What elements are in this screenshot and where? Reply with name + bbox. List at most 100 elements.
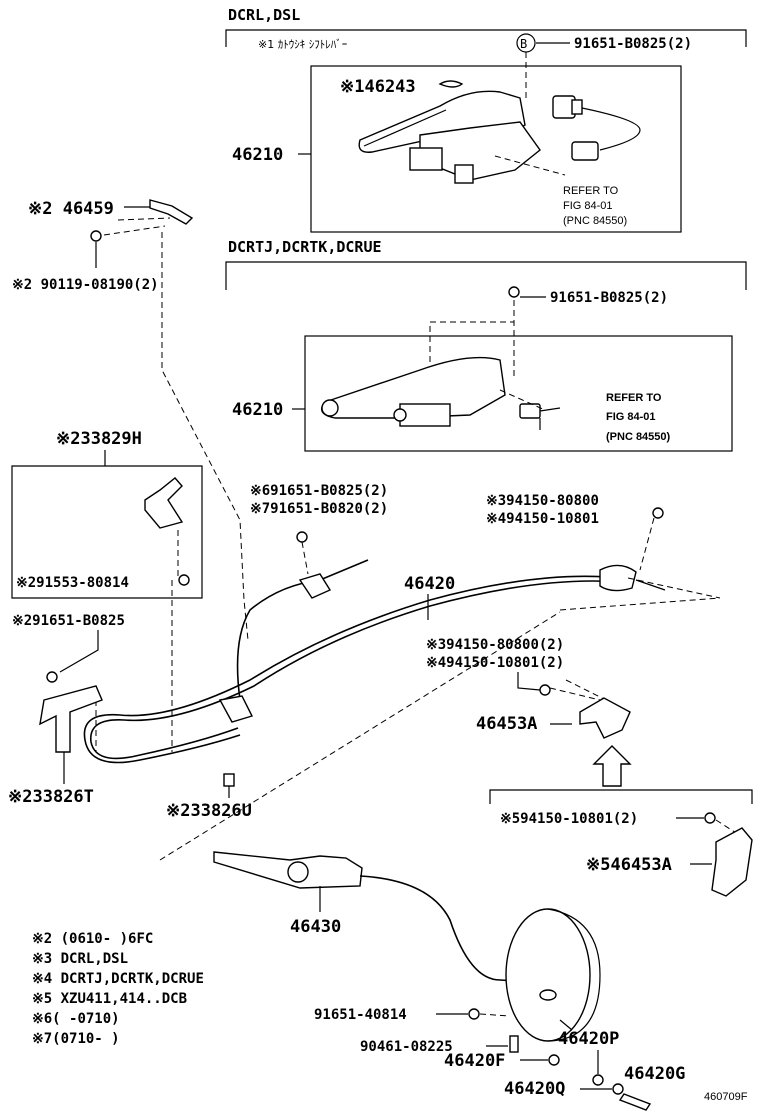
note-line-2: ※3 DCRL,DSL [32, 951, 128, 967]
bolt-91553 [178, 574, 190, 586]
bolt-91651-mid [508, 286, 520, 298]
part-46420q: 46420Q [504, 1079, 565, 1099]
bolt-91651-40814 [468, 1008, 480, 1020]
part-91553-80814: ※291553-80814 [16, 575, 129, 591]
part-91651-b0825-6: ※691651-B0825(2) [250, 483, 388, 499]
switch-connector-top [552, 95, 641, 161]
bolt-90119 [90, 230, 102, 242]
part-94150-80800-3b: ※394150-80800(2) [426, 637, 564, 653]
arrow-up-icon [592, 745, 632, 787]
clip-33829h [144, 477, 184, 529]
section-label-dcrl-dsl: DCRL,DSL [228, 6, 300, 24]
switch-connector-mid [519, 403, 561, 430]
dash-guide [494, 155, 566, 176]
nut-94150-top [652, 507, 664, 519]
note-kataushiki-shift-lever: ※1 ｶﾄｳｼｷ ｼﾌﾄﾚﾊﾞｰ [258, 38, 347, 51]
part-91651-b0825-mid: 91651-B0825(2) [550, 290, 668, 306]
part-46430: 46430 [290, 917, 341, 937]
note-line-4: ※5 XZU411,414..DCB [32, 991, 187, 1007]
refer-top-line2: FIG 84-01 [563, 200, 613, 212]
b-callout-letter: B [520, 37, 527, 51]
cable-end-fitting [539, 989, 557, 1001]
washer-46420q [612, 1083, 624, 1095]
part-46420p: 46420P [558, 1029, 619, 1049]
part-94150-10801-4b: ※494150-10801(2) [426, 655, 564, 671]
part-46453a: 46453A [476, 714, 537, 734]
dash-guide [499, 389, 546, 411]
part-94150-10801-4: ※494150-10801 [486, 511, 599, 527]
assembly-frame-top [310, 65, 682, 233]
assembly-frame-mid [304, 335, 733, 452]
nut-94150-mid [539, 684, 551, 696]
dash-guide [565, 679, 631, 713]
leader-line [559, 1019, 573, 1031]
bracket-46459 [149, 199, 194, 225]
dash-guide [479, 1013, 511, 1017]
clamp-46420 [298, 573, 332, 599]
part-91651-b0820-7: ※791651-B0820(2) [250, 501, 388, 517]
bolt-46420g [618, 1093, 652, 1111]
refer-top-line3: (PNC 84550) [563, 215, 627, 227]
clip-90461 [509, 1035, 519, 1053]
knob-46243 [438, 80, 464, 88]
dash-guide [429, 321, 514, 362]
refer-mid-line2: FIG 84-01 [606, 411, 656, 423]
brake-drum-46420p [505, 908, 591, 1042]
dash-guide [549, 687, 601, 701]
refer-mid-line1: REFER TO [606, 392, 662, 404]
bolt-91651-left [46, 671, 58, 683]
section-bracket-bottom [489, 789, 753, 804]
part-46459: ※2 46459 [28, 199, 114, 219]
inset-frame-33829h [11, 465, 203, 599]
figure-id: 460709F [704, 1091, 748, 1103]
leader-line [59, 630, 99, 673]
dash-guide [559, 597, 721, 611]
grommet-33826u [223, 773, 235, 787]
clamp-46420-lower [218, 695, 253, 723]
dash-guide [161, 232, 249, 641]
nut-46420p [592, 1074, 604, 1086]
dash-guide [117, 217, 171, 221]
part-46243: ※146243 [340, 77, 416, 97]
section-label-dcrtj: DCRTJ,DCRTK,DCRUE [228, 238, 382, 256]
dash-guide [159, 611, 561, 861]
dash-guide [301, 541, 309, 575]
part-46453a-5: ※546453A [586, 855, 672, 875]
nut-94150-5 [704, 812, 716, 824]
part-91651-40814: 91651-40814 [314, 1007, 407, 1023]
part-46420: 46420 [404, 574, 455, 594]
equalizer-46420 [599, 564, 637, 592]
part-90461-08225: 90461-08225 [360, 1039, 453, 1055]
parking-brake-lever-top [358, 90, 541, 184]
model-notes: ※2 (0610- )6FC ※3 DCRL,DSL ※4 DCRTJ,DCRT… [32, 931, 204, 1047]
part-33829h: ※233829H [56, 429, 142, 449]
section-bracket-mid [225, 261, 747, 290]
part-33826u: ※233826U [166, 801, 252, 821]
note-line-5: ※6( -0710) [32, 1011, 120, 1027]
bolt-91651-6 [296, 531, 308, 543]
leader-line [517, 672, 541, 691]
dash-guide [639, 517, 655, 571]
brake-drum-rim [547, 908, 601, 1042]
cable-end [635, 579, 666, 591]
note-line-1: ※2 (0610- )6FC [32, 931, 153, 947]
note-line-3: ※4 DCRTJ,DCRTK,DCRUE [32, 971, 204, 987]
part-33826t: ※233826T [8, 787, 94, 807]
part-46420g: 46420G [624, 1064, 685, 1084]
washer-46420f [548, 1054, 560, 1066]
part-46420f: 46420F [444, 1051, 505, 1071]
bracket-33826t [39, 685, 103, 753]
dash-guide [627, 577, 721, 599]
part-94150-80800-3: ※394150-80800 [486, 493, 599, 509]
part-91651-b0825-top: 91651-B0825(2) [574, 36, 692, 52]
part-46210-mid: 46210 [232, 400, 283, 420]
refer-mid-line3: (PNC 84550) [606, 431, 671, 443]
part-94150-10801-5: ※594150-10801(2) [500, 811, 638, 827]
dash-guide [715, 819, 745, 839]
parking-brake-lever-mid [321, 356, 506, 427]
dash-guide [103, 225, 166, 236]
cable-46420-inner [90, 580, 621, 760]
bracket-46453a-5 [711, 827, 753, 897]
note-line-6: ※7(0710- ) [32, 1031, 120, 1047]
